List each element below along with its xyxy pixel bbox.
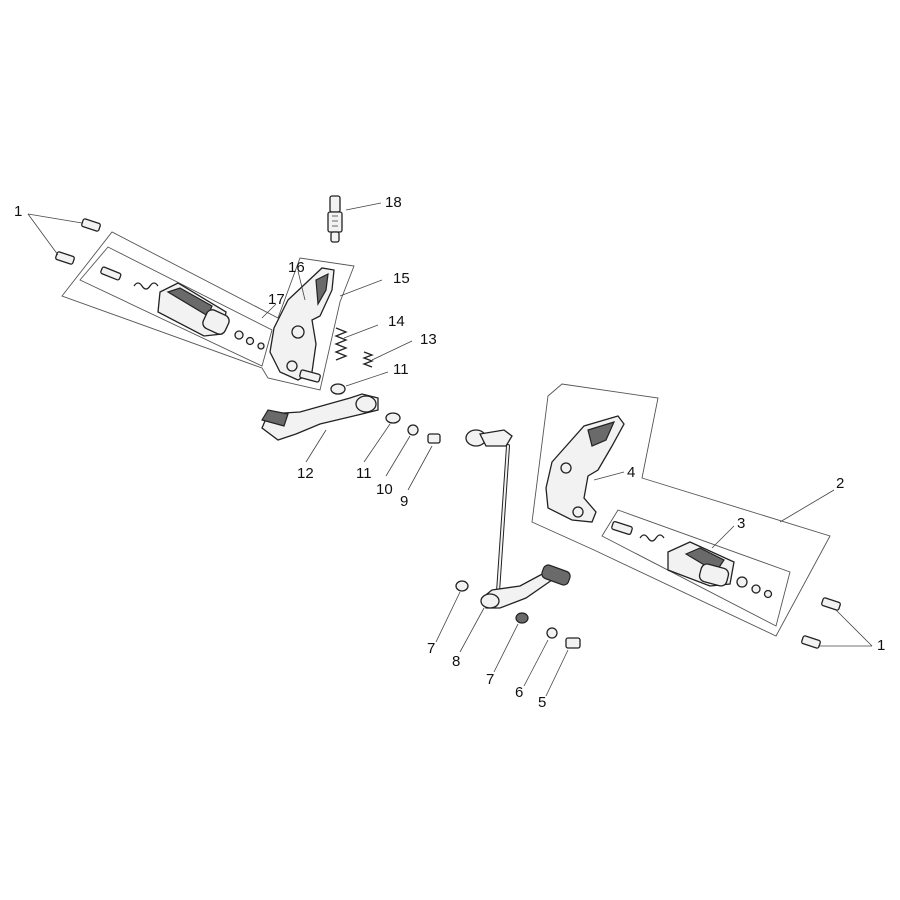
callout-16: 16: [288, 259, 305, 276]
callout-9: 9: [400, 493, 408, 510]
footpeg-pin-icon: [611, 520, 633, 536]
callout-11-upper: 11: [393, 361, 409, 378]
footpeg-spring-icon: [639, 534, 665, 542]
footpeg-pin-icon: [100, 266, 122, 281]
shift-peg-icon: [541, 564, 571, 586]
footpeg-spring-icon: [133, 282, 159, 290]
callout-12: 12: [297, 465, 314, 482]
callout-14: 14: [388, 313, 405, 330]
callout-1-right: 1: [877, 637, 885, 654]
callout-labels: 1 18 16 15 17 14 13 11 12 11 10 9 2 4 3 …: [14, 194, 885, 711]
bolt-icon: [821, 597, 841, 611]
bolt-9-icon: [427, 433, 441, 444]
callout-13: 13: [420, 331, 437, 348]
nut-icon: [763, 589, 773, 599]
callout-11-lower: 11: [356, 465, 372, 482]
callout-15: 15: [393, 270, 410, 287]
bolt-5-icon: [565, 637, 581, 649]
washer-7-icon: [515, 612, 529, 624]
right-assembly-frame: [531, 383, 831, 637]
nut-icon: [257, 342, 265, 350]
callout-6: 6: [515, 684, 523, 701]
callout-10: 10: [376, 481, 393, 498]
left-footrest-assembly: [27, 195, 441, 491]
spring-13-icon: [362, 351, 374, 368]
callout-1-left: 1: [14, 203, 22, 220]
washer-11-icon: [385, 412, 401, 424]
bolt-icon: [55, 218, 101, 265]
washer-icon: [736, 576, 748, 588]
callout-7-right: 7: [486, 671, 494, 688]
right-bracket-icon: [545, 415, 625, 523]
callout-8: 8: [452, 653, 460, 670]
bolt-18-icon: [327, 195, 343, 243]
bolt-icon: [801, 635, 821, 649]
right-footpeg-subframe: [601, 509, 791, 627]
callout-2: 2: [836, 475, 844, 492]
shift-linkage: [435, 429, 581, 697]
callout-7-left: 7: [427, 640, 435, 657]
callout-4: 4: [627, 464, 635, 481]
spring-14-icon: [334, 327, 348, 361]
left-footpeg-icon: [157, 282, 230, 337]
callout-17: 17: [268, 291, 285, 308]
brake-pedal-icon: [261, 393, 379, 441]
right-footrest-assembly: [531, 383, 873, 649]
left-bracket-icon: [269, 267, 335, 381]
washer-icon: [234, 330, 244, 340]
washer-icon: [751, 584, 761, 594]
washer-7-icon: [455, 580, 469, 592]
washer-icon: [245, 336, 255, 346]
washer-6-icon: [546, 627, 558, 639]
washer-10-icon: [407, 424, 419, 436]
pivot-stub-icon: [299, 369, 321, 383]
washer-11-icon: [330, 383, 346, 395]
left-assembly-frame: [61, 231, 355, 391]
callout-3: 3: [737, 515, 745, 532]
left-footpeg-subframe: [79, 246, 273, 367]
callout-5: 5: [538, 694, 546, 711]
callout-18: 18: [385, 194, 402, 211]
right-footpeg-icon: [667, 541, 735, 587]
